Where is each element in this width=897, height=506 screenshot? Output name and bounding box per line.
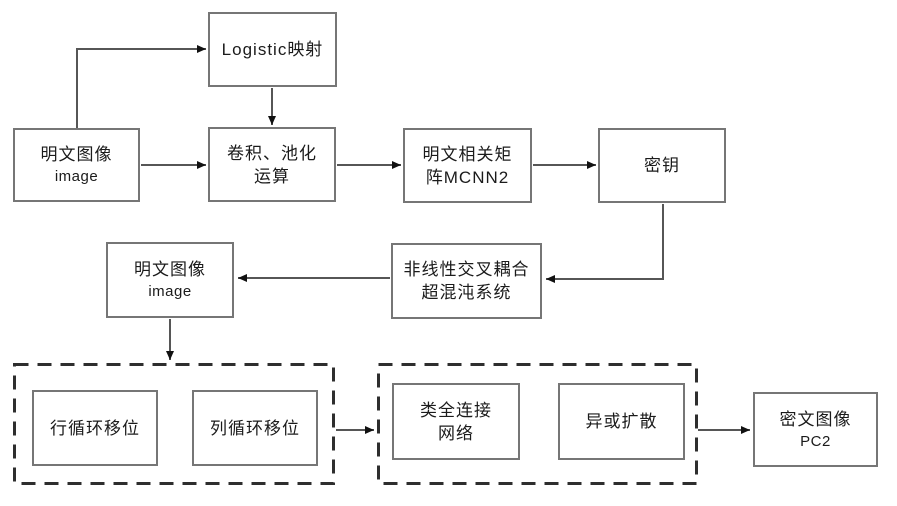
conv-pool-box: 卷积、池化 运算: [208, 127, 336, 202]
box-label-line: 明文图像: [134, 260, 206, 279]
col-cyclic-shift-box: 列循环移位: [192, 390, 318, 466]
logistic-map-box: Logistic映射: [208, 12, 337, 87]
box-label-line: 阵MCNN2: [425, 167, 510, 187]
plaintext-matrix-mcnn2-box: 明文相关矩 阵MCNN2: [403, 128, 532, 203]
arrow-plainimage-to-logistic: [76, 45, 206, 128]
scramble-dashed-group: [13, 363, 335, 485]
box-label-line: image: [148, 283, 192, 300]
box-label-line: 超混沌系统: [421, 283, 512, 302]
box-label-line: 密文图像: [779, 409, 852, 429]
box-label-line: 密钥: [644, 156, 680, 175]
diffusion-dashed-group: [377, 363, 698, 485]
box-label-line: 运算: [254, 166, 290, 186]
plaintext-image-box-top: 明文图像 image: [13, 128, 140, 202]
arrow-key-to-hyperchaos: [546, 204, 664, 283]
key-box: 密钥: [598, 128, 726, 203]
row-cyclic-shift-box: 行循环移位: [32, 390, 158, 466]
box-label-line: image: [54, 168, 99, 185]
box-label-line: 行循环移位: [50, 418, 140, 438]
xor-diffusion-box: 异或扩散: [558, 383, 685, 460]
hyperchaos-system-box: 非线性交叉耦合 超混沌系统: [391, 243, 542, 319]
box-label-line: Logistic映射: [221, 40, 324, 59]
box-label-line: 异或扩散: [585, 412, 658, 431]
box-label-line: PC2: [800, 432, 831, 450]
box-label-line: 明文图像: [40, 145, 113, 164]
box-label-line: 非线性交叉耦合: [403, 260, 530, 279]
box-label-line: 类全连接: [420, 400, 492, 420]
box-label-line: 列循环移位: [210, 418, 300, 438]
fully-connected-network-box: 类全连接 网络: [392, 383, 520, 460]
box-label-line: 明文相关矩: [422, 144, 513, 164]
box-label-line: 网络: [438, 423, 474, 443]
plaintext-image-box-mid: 明文图像 image: [106, 242, 234, 318]
box-label-line: 卷积、池化: [227, 143, 317, 163]
cipher-image-box: 密文图像 PC2: [753, 392, 878, 467]
